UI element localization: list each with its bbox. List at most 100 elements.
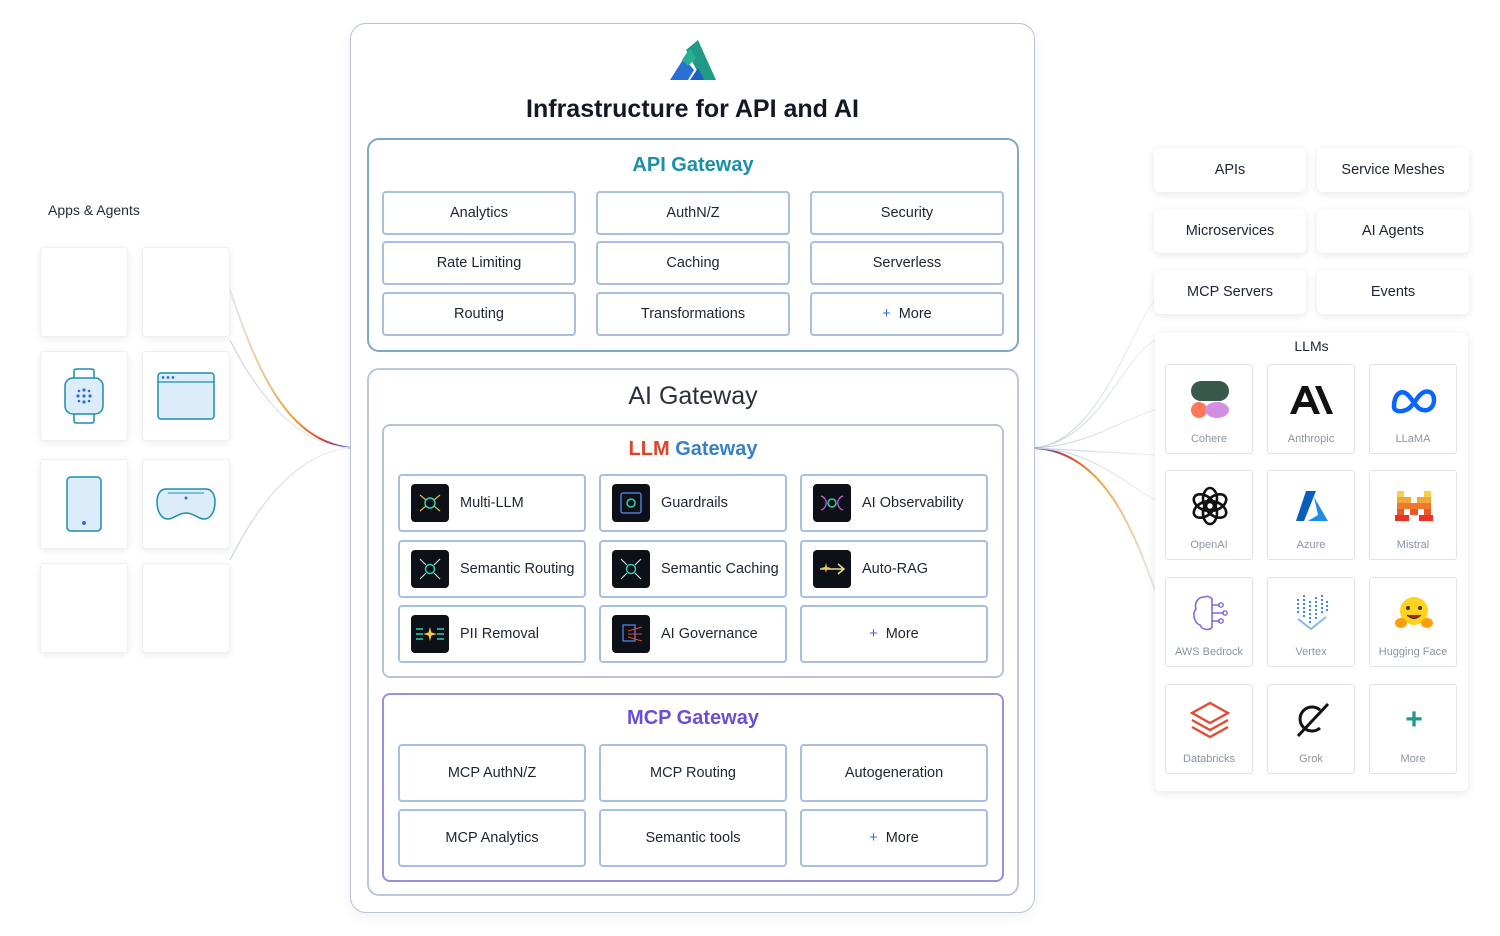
service-card[interactable]: Events <box>1317 270 1469 314</box>
llm-provider-openai[interactable]: OpenAI <box>1165 470 1253 560</box>
provider-name: AWS Bedrock <box>1174 646 1244 658</box>
llm-feature-label: Auto-RAG <box>862 561 929 577</box>
provider-name: OpenAI <box>1190 539 1228 551</box>
openai-icon <box>1192 486 1228 526</box>
mcp-gateway-title: MCP Gateway <box>627 707 759 729</box>
apps-agents-title: Apps & Agents <box>48 202 140 218</box>
gateway-word: Gateway <box>675 438 758 460</box>
llms-title: LLMs <box>1294 338 1329 354</box>
llm-word: LLM <box>628 438 670 460</box>
main-title: Infrastructure for API and AI <box>526 95 859 123</box>
provider-name: LLaMA <box>1395 433 1431 445</box>
llm-feature-pii-removal[interactable]: PII Removal <box>398 605 586 663</box>
more-label: More <box>885 830 919 846</box>
llm-provider-hugging-face[interactable]: Hugging Face <box>1369 577 1457 667</box>
provider-name: Azure <box>1296 539 1326 551</box>
mcp-feature[interactable]: MCP Analytics <box>398 809 586 867</box>
llm-feature-label: Semantic Caching <box>661 561 779 577</box>
llm-provider-databricks[interactable]: Databricks <box>1165 684 1253 774</box>
app-tile-vr <box>142 459 230 549</box>
llm-provider-aws-bedrock[interactable]: AWS Bedrock <box>1165 577 1253 667</box>
api-feature[interactable]: Routing <box>382 292 576 336</box>
watch-icon <box>64 368 104 424</box>
api-feature[interactable]: Transformations <box>596 292 790 336</box>
mcp-feature[interactable]: MCP Routing <box>599 744 787 802</box>
service-card[interactable]: Microservices <box>1154 209 1306 253</box>
app-tile-empty <box>142 247 230 337</box>
api-feature[interactable]: Serverless <box>810 241 1004 285</box>
provider-name: Mistral <box>1396 539 1430 551</box>
auto-rag-icon <box>813 550 851 588</box>
app-tile-empty <box>40 563 128 653</box>
api-feature[interactable]: Rate Limiting <box>382 241 576 285</box>
llm-feature-semantic-caching[interactable]: Semantic Caching <box>599 540 787 598</box>
service-card[interactable]: MCP Servers <box>1154 270 1306 314</box>
ai-governance-icon <box>612 615 650 653</box>
service-card[interactable]: Service Meshes <box>1317 148 1469 192</box>
service-card[interactable]: AI Agents <box>1317 209 1469 253</box>
llm-feature-label: Guardrails <box>661 495 728 511</box>
meta-icon <box>1391 389 1437 414</box>
guardrails-icon <box>612 484 650 522</box>
provider-name: Databricks <box>1183 753 1235 765</box>
anthropic-icon <box>1290 386 1333 414</box>
api-feature[interactable]: Security <box>810 191 1004 235</box>
provider-name: Cohere <box>1190 433 1228 445</box>
provider-name: Vertex <box>1295 646 1327 658</box>
databricks-icon <box>1190 701 1230 739</box>
app-tile-empty <box>40 247 128 337</box>
api-more-button[interactable]: + More <box>810 292 1004 336</box>
llm-provider-grok[interactable]: Grok <box>1267 684 1355 774</box>
llm-provider-llama[interactable]: LLaMA <box>1369 364 1457 454</box>
api-feature[interactable]: Caching <box>596 241 790 285</box>
phone-icon <box>66 476 102 532</box>
llm-feature-semantic-routing[interactable]: Semantic Routing <box>398 540 586 598</box>
multi-llm-icon <box>411 484 449 522</box>
hugging-face-icon <box>1395 597 1433 628</box>
llm-more-button[interactable]: +More <box>800 605 988 663</box>
ai-gateway-title: AI Gateway <box>628 382 758 410</box>
llm-more-providers-button[interactable]: + More <box>1369 684 1457 774</box>
azure-icon <box>1296 491 1328 521</box>
llm-feature-label: AI Governance <box>661 626 758 642</box>
llm-gateway-title: LLM Gateway <box>382 438 1004 461</box>
llm-feature-multi-llm[interactable]: Multi-LLM <box>398 474 586 532</box>
api-feature[interactable]: AuthN/Z <box>596 191 790 235</box>
llm-feature-guardrails[interactable]: Guardrails <box>599 474 787 532</box>
mcp-feature[interactable]: Autogeneration <box>800 744 988 802</box>
llm-feature-ai-observability[interactable]: AI Observability <box>800 474 988 532</box>
llm-feature-label: Semantic Routing <box>460 561 575 577</box>
provider-name: Hugging Face <box>1378 646 1448 658</box>
api-gateway-title: API Gateway <box>632 154 754 176</box>
mcp-feature[interactable]: MCP AuthN/Z <box>398 744 586 802</box>
llm-feature-label: Multi-LLM <box>460 495 524 511</box>
api-feature[interactable]: Analytics <box>382 191 576 235</box>
aws-bedrock-icon <box>1193 595 1228 631</box>
llm-provider-azure[interactable]: Azure <box>1267 470 1355 560</box>
plus-icon: + <box>869 626 878 642</box>
llm-feature-ai-governance[interactable]: AI Governance <box>599 605 787 663</box>
llm-provider-anthropic[interactable]: Anthropic <box>1267 364 1355 454</box>
plus-icon: + <box>1405 703 1423 736</box>
provider-name: More <box>1400 753 1426 765</box>
more-label: More <box>898 306 932 322</box>
mcp-more-button[interactable]: +More <box>800 809 988 867</box>
plus-icon: + <box>882 306 891 322</box>
service-card[interactable]: APIs <box>1154 148 1306 192</box>
browser-icon <box>157 372 215 420</box>
llm-provider-cohere[interactable]: Cohere <box>1165 364 1253 454</box>
llm-provider-mistral[interactable]: Mistral <box>1369 470 1457 560</box>
app-tile-watch <box>40 351 128 441</box>
provider-name: Anthropic <box>1287 433 1335 445</box>
cohere-icon <box>1191 381 1229 418</box>
llm-provider-vertex[interactable]: Vertex <box>1267 577 1355 667</box>
vr-headset-icon <box>156 488 216 520</box>
llm-feature-auto-rag[interactable]: Auto-RAG <box>800 540 988 598</box>
mcp-feature[interactable]: Semantic tools <box>599 809 787 867</box>
semantic-routing-icon <box>411 550 449 588</box>
llm-feature-label: PII Removal <box>460 626 539 642</box>
grok-icon <box>1296 702 1330 738</box>
pii-removal-icon <box>411 615 449 653</box>
logo-icon <box>670 40 716 80</box>
